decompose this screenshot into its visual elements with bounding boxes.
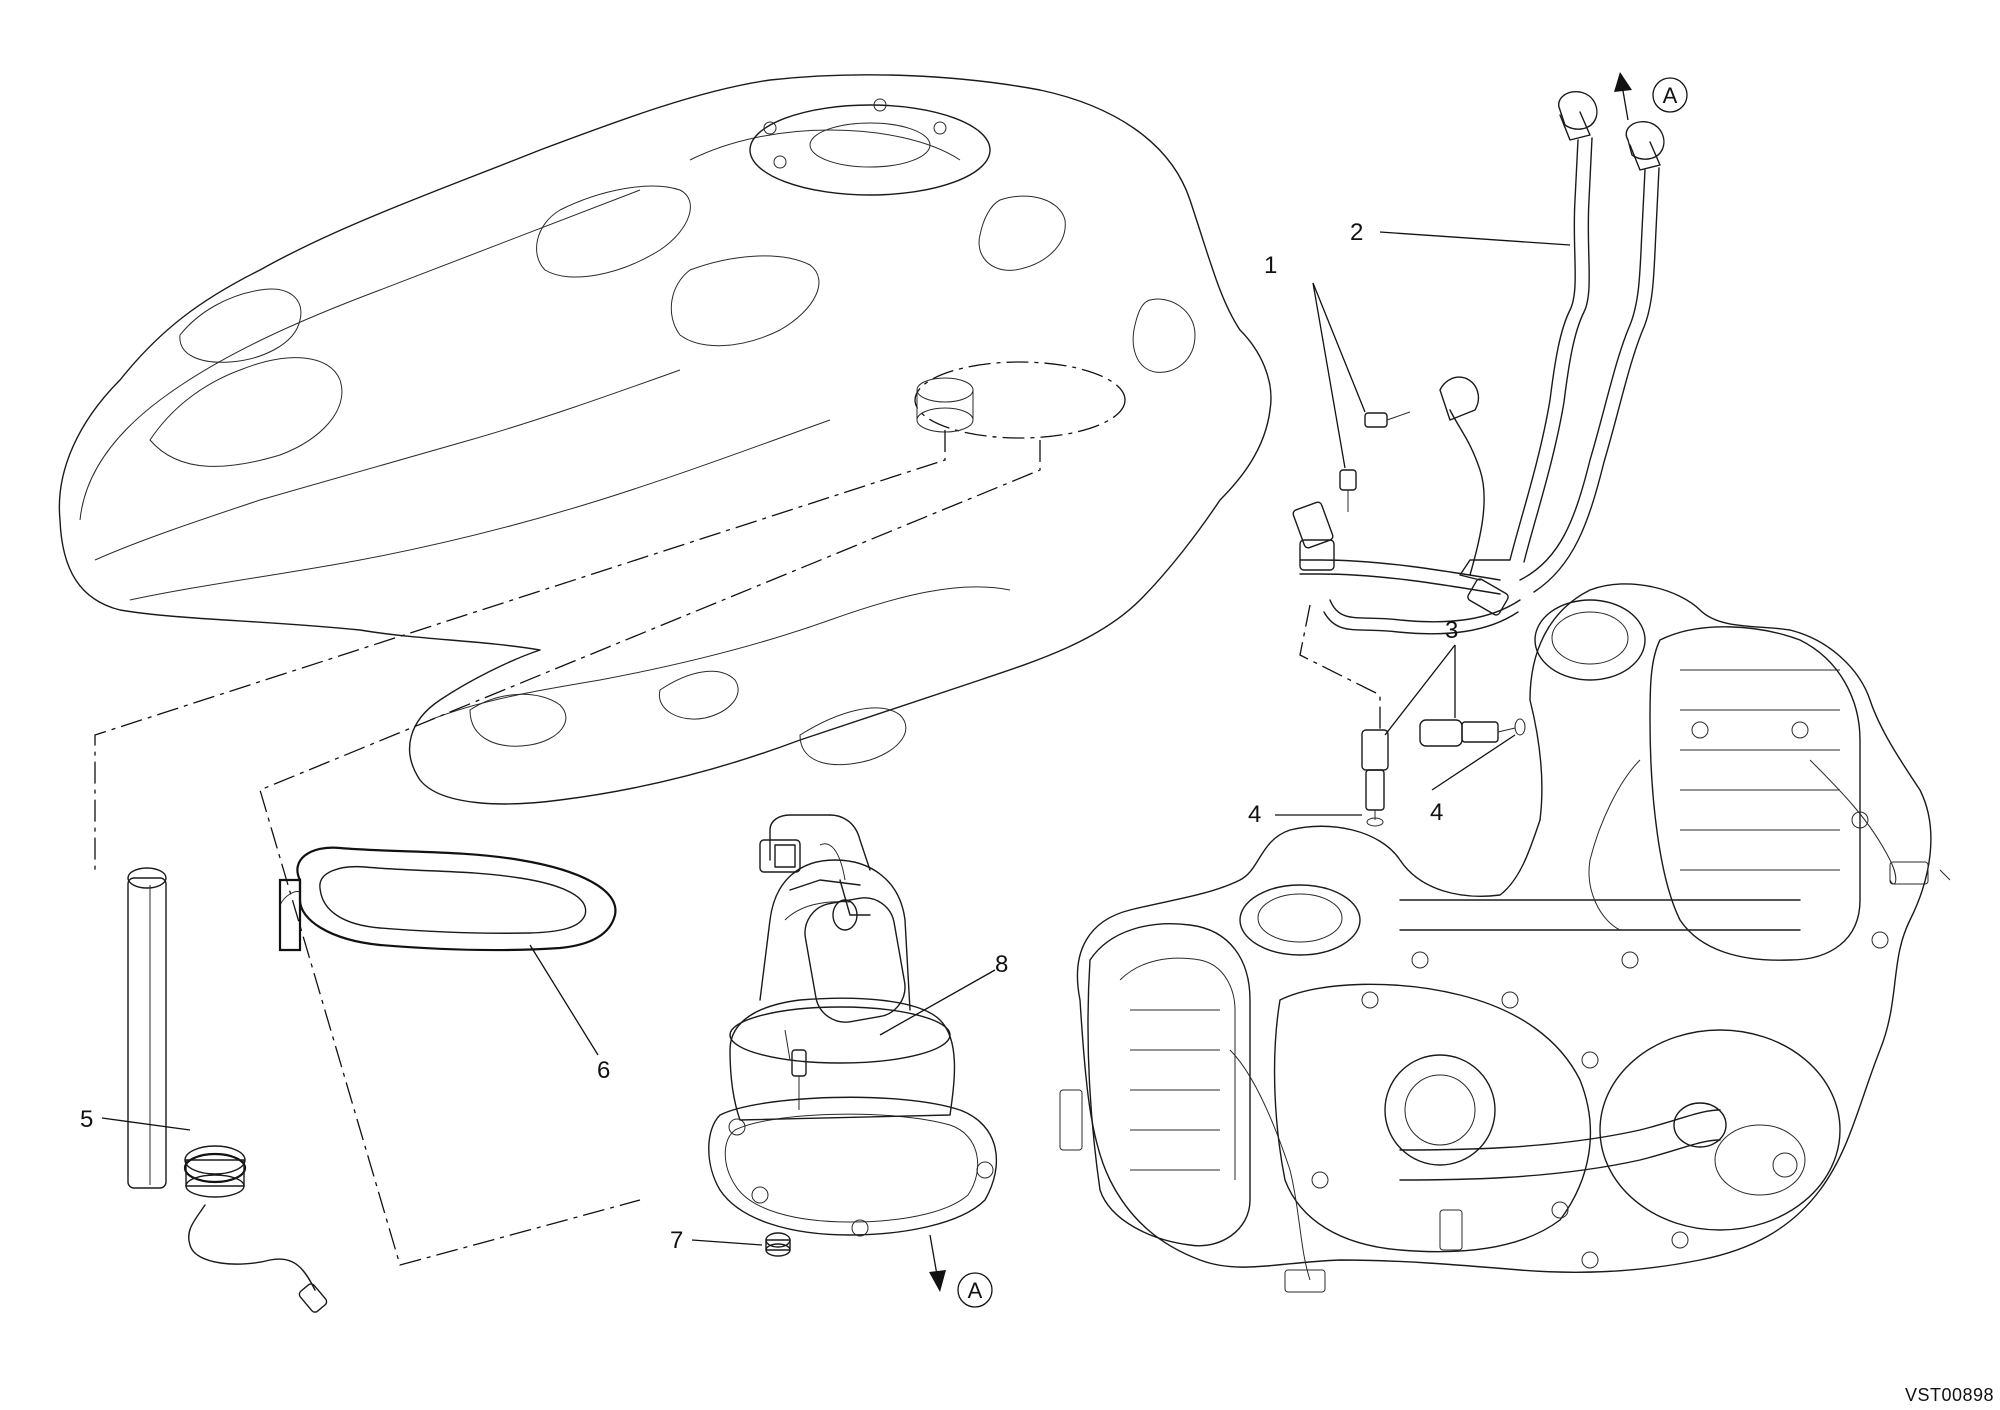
part-3-injectors (1361, 718, 1526, 827)
assembly-lines (94, 430, 1381, 1266)
part-2-fuel-lines (1292, 91, 1665, 635)
callout-8: 8 (995, 951, 1008, 978)
callout-2: 2 (1350, 219, 1363, 246)
ref-letter-a-top: A (1663, 83, 1678, 108)
part-7-nut (765, 1232, 791, 1257)
drawing-code: VST00898 (1904, 1385, 1994, 1405)
callout-7: 7 (670, 1227, 683, 1254)
callout-3: 3 (1445, 617, 1458, 644)
reference-mark-a-bottom: A (929, 1234, 993, 1308)
reference-mark-a-top: A (1614, 72, 1688, 121)
part-5-level-sensor (127, 867, 328, 1313)
fuel-tank (58, 74, 1272, 805)
callouts: 1 2 3 4 4 5 6 7 8 (80, 219, 1571, 1254)
callout-4-left: 4 (1248, 801, 1261, 828)
arrow-up-icon (1614, 72, 1632, 92)
callout-1: 1 (1264, 252, 1277, 279)
arrow-down-icon (929, 1270, 946, 1292)
callout-6: 6 (597, 1057, 610, 1084)
engine (1059, 583, 1951, 1293)
part-8-fuel-pump (708, 814, 997, 1237)
callout-5: 5 (80, 1106, 93, 1133)
ref-letter-a-bottom: A (968, 1278, 983, 1303)
part-6-gasket (278, 846, 617, 952)
callout-4-right: 4 (1430, 799, 1443, 826)
